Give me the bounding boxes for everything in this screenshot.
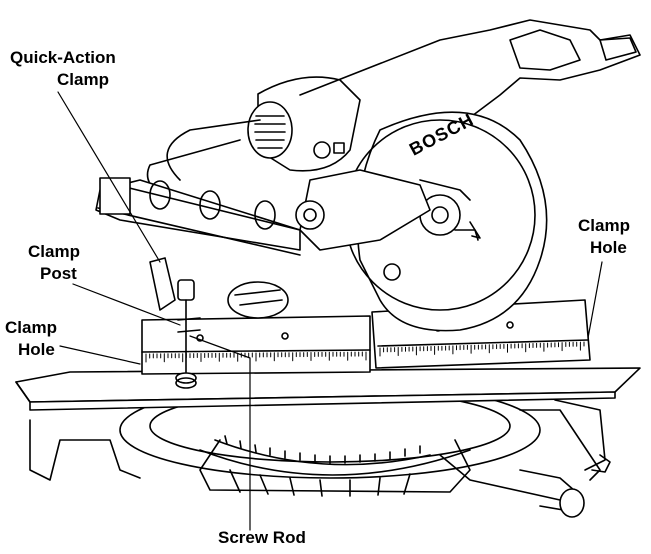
label-quick-action-clamp-line2: Clamp xyxy=(57,70,109,89)
label-clamp-hole-left: Clamp xyxy=(5,318,57,337)
label-quick-action-clamp: Quick-Action xyxy=(10,48,116,67)
leader-quick-action-clamp xyxy=(57,91,161,263)
motor-housing xyxy=(247,76,361,172)
label-screw-rod: Screw Rod xyxy=(218,528,306,547)
leader-clamp-hole-right xyxy=(587,261,603,339)
label-clamp-post-line2: Post xyxy=(40,264,77,283)
quick-action-clamp xyxy=(149,257,201,389)
bevel-scale xyxy=(214,435,431,466)
callout-leaders xyxy=(57,91,603,531)
label-clamp-post: Clamp xyxy=(28,242,80,261)
fence-ruler xyxy=(145,341,585,363)
label-clamp-hole-right-line2: Hole xyxy=(590,238,627,257)
leader-screw-rod xyxy=(189,335,251,531)
leader-clamp-hole-left xyxy=(59,345,141,365)
blade-guard xyxy=(344,111,548,332)
miter-housing xyxy=(227,281,289,319)
fence xyxy=(141,299,591,375)
leader-clamp-post xyxy=(72,283,181,326)
front-handle xyxy=(439,454,611,518)
saw-arm xyxy=(95,19,641,251)
workpiece xyxy=(15,367,641,411)
guard-linkage xyxy=(295,169,471,281)
label-clamp-hole-left-line2: Hole xyxy=(18,340,55,359)
label-clamp-hole-right: Clamp xyxy=(578,216,630,235)
